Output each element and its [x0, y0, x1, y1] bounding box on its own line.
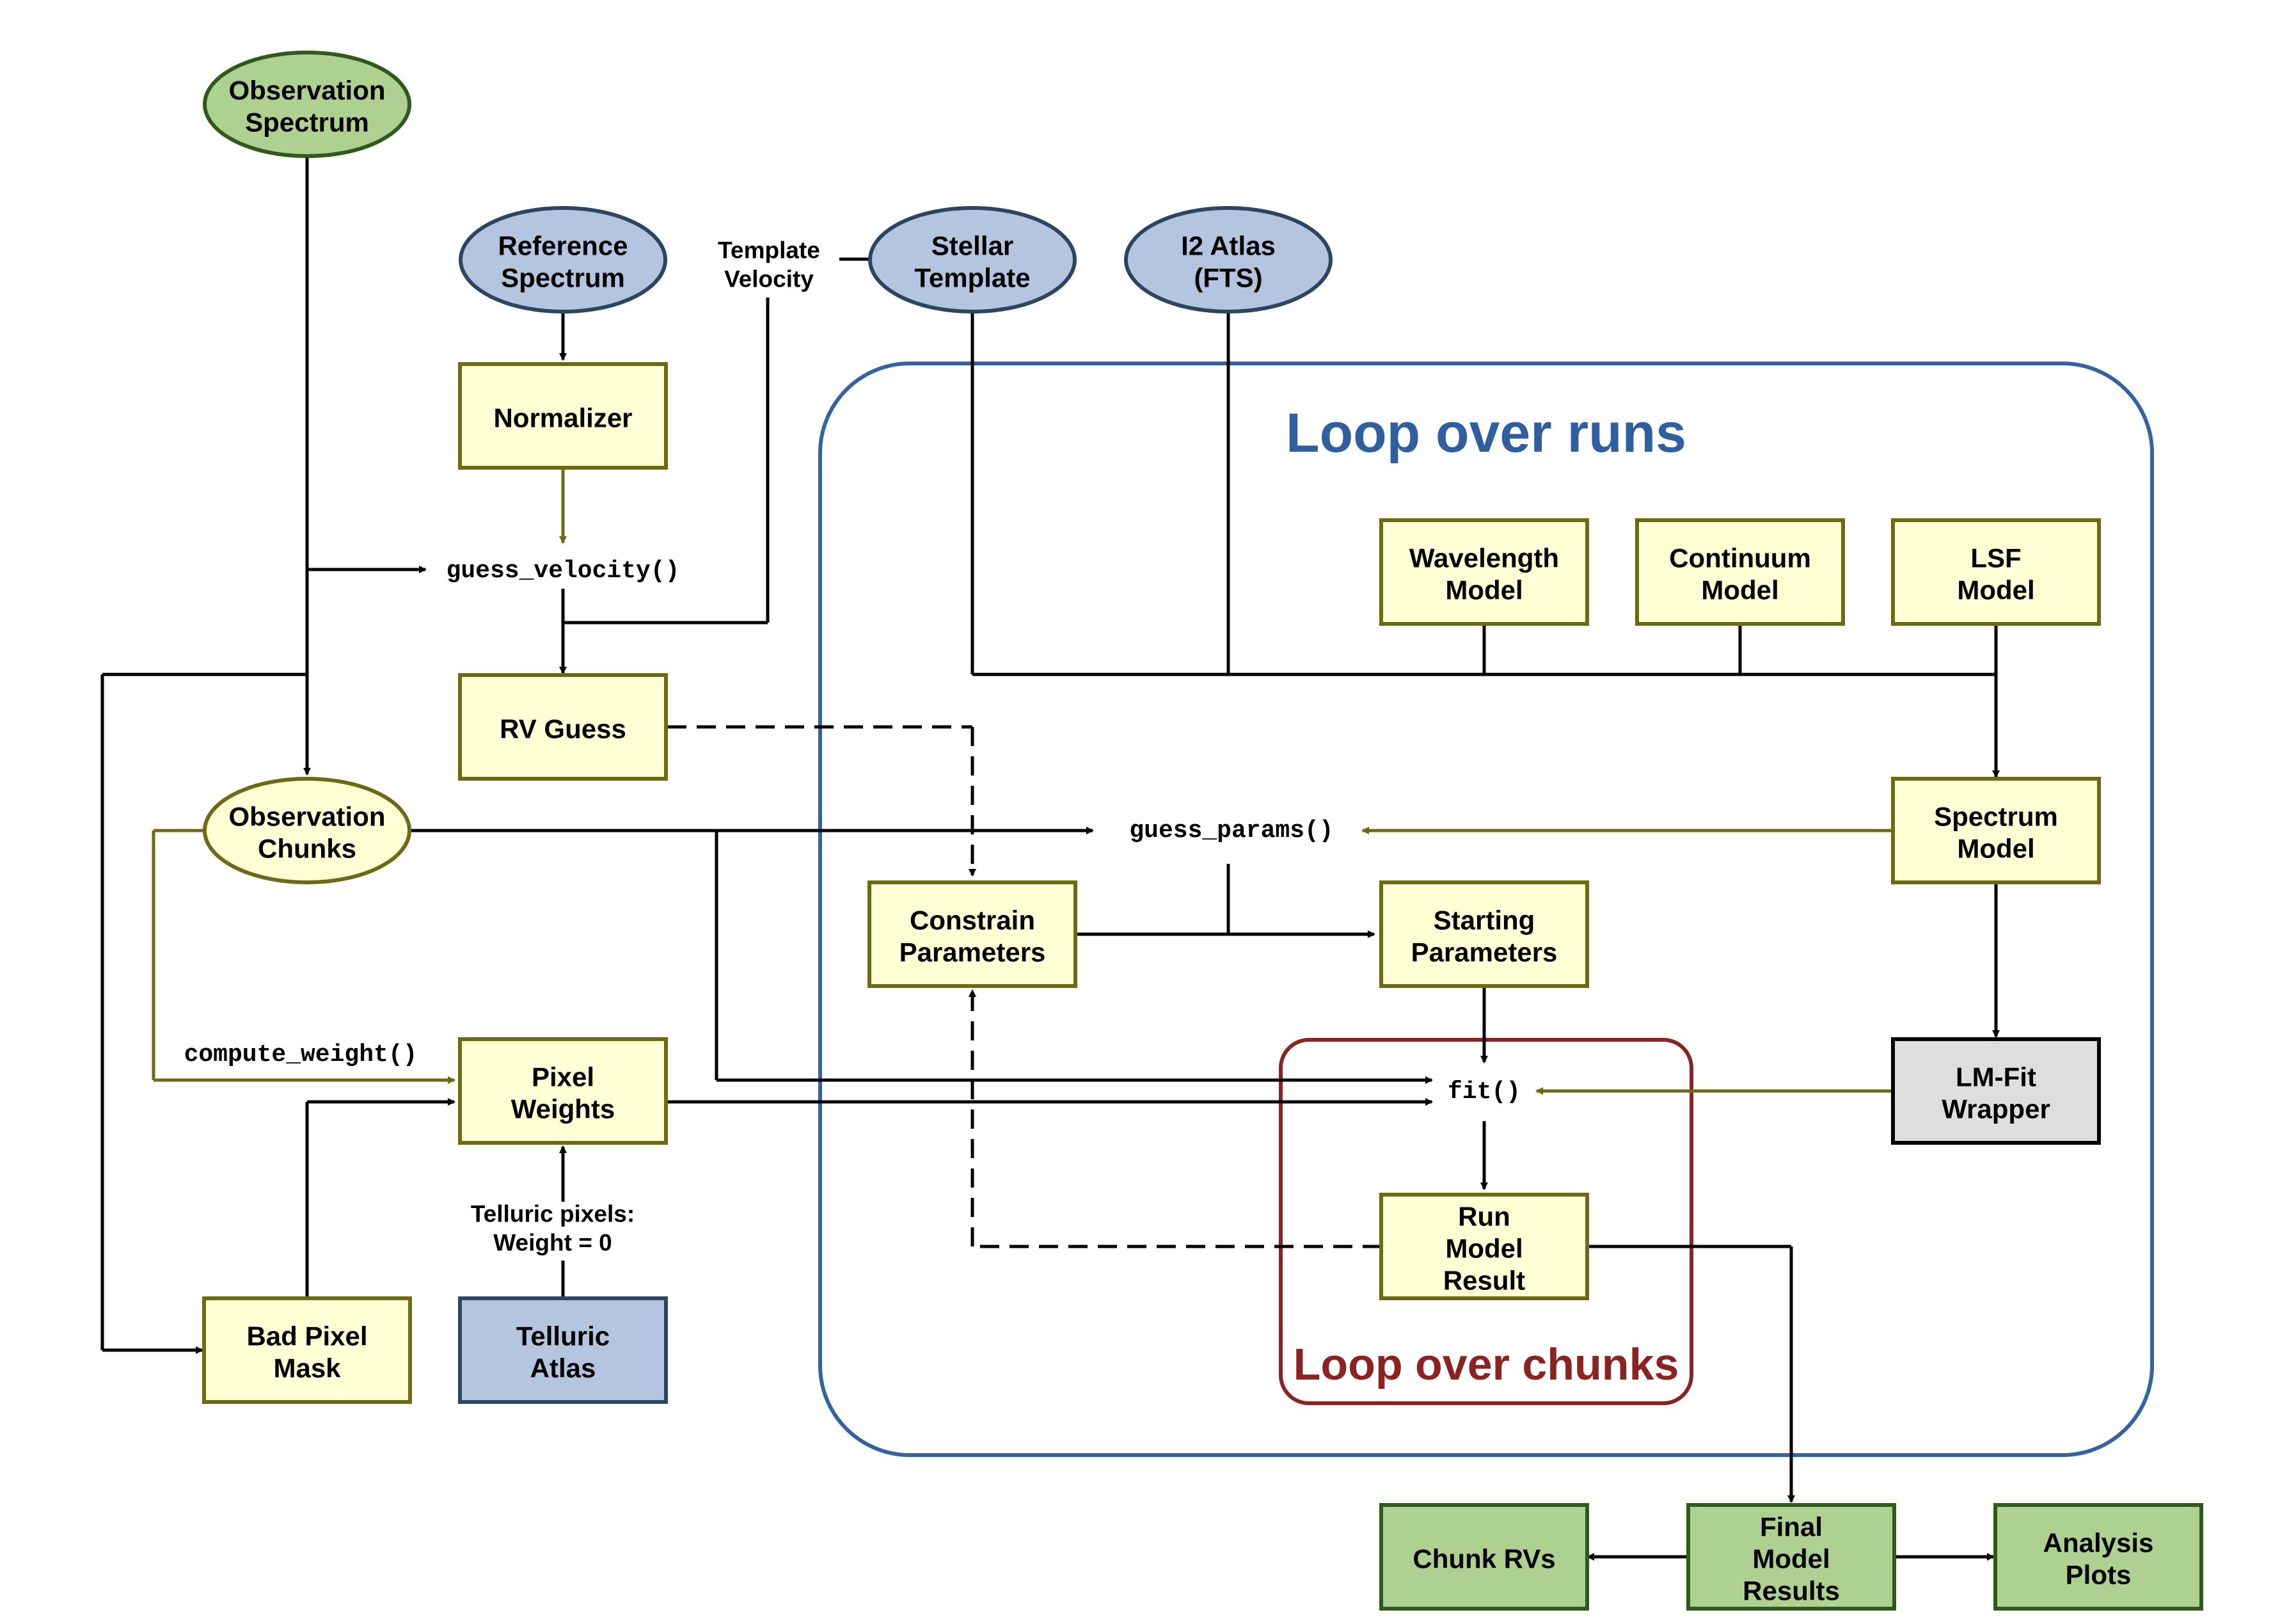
node-final-model-results-shape — [1686, 1503, 1896, 1611]
node-i2-atlas-shape — [1124, 206, 1333, 314]
node-telluric-atlas-shape — [458, 1296, 668, 1404]
node-chunk-rvs-label: Chunk RVs — [1413, 1544, 1555, 1574]
node-rv-guess-shape — [458, 673, 668, 781]
guess-params-function: guess_params() — [1129, 817, 1333, 845]
edges-black — [100, 158, 2000, 1561]
node-i2-atlas-label: I2 Atlas(FTS) — [1181, 231, 1276, 293]
guess-velocity-function: guess_velocity() — [447, 557, 680, 585]
node-chunk-rvs-shape — [1379, 1503, 1589, 1611]
node-starting-parameters-shape — [1379, 880, 1589, 988]
node-run-model-result-shape — [1379, 1193, 1589, 1300]
node-lsf-model-shape — [1891, 518, 2101, 626]
node-constrain-parameters-shape — [867, 880, 1077, 988]
loop-over-runs-frame — [818, 362, 2154, 1457]
loop-over-runs-label: Loop over runs — [1286, 402, 1686, 464]
node-continuum-model-shape — [1635, 518, 1845, 626]
node-normalizer: Normalizer — [458, 362, 668, 470]
node-rv-guess: RV Guess — [458, 673, 668, 781]
node-pixel-weights-shape — [458, 1037, 668, 1145]
edges-dashed — [667, 725, 1382, 1248]
loop-over-chunks-frame — [1279, 1038, 1693, 1405]
node-normalizer-label: Normalizer — [493, 403, 632, 433]
compute-weight-function: compute_weight() — [184, 1041, 418, 1069]
node-stellar-template-shape — [868, 206, 1077, 314]
node-bad-pixel-mask-shape — [202, 1296, 412, 1404]
node-i2-atlas: I2 Atlas(FTS) — [1124, 206, 1333, 314]
node-spectrum-model-shape — [1891, 777, 2101, 884]
node-observation-chunks-shape — [203, 777, 411, 884]
node-lm-fit-wrapper-shape — [1891, 1037, 2101, 1145]
node-normalizer-shape — [458, 362, 668, 470]
node-wavelength-model-shape — [1379, 518, 1589, 626]
edges-olive — [152, 468, 1892, 1095]
fit-function: fit() — [1448, 1078, 1521, 1106]
loop-over-chunks-label: Loop over chunks — [1294, 1339, 1679, 1389]
node-analysis-plots-shape — [1993, 1503, 2203, 1611]
node-observation-spectrum-shape — [203, 51, 411, 158]
node-reference-spectrum-shape — [459, 206, 667, 314]
node-chunk-rvs: Chunk RVs — [1379, 1503, 1589, 1611]
telluric-pixels-annotation: Telluric pixels:Weight = 0 — [471, 1200, 635, 1255]
node-rv-guess-label: RV Guess — [500, 714, 626, 744]
